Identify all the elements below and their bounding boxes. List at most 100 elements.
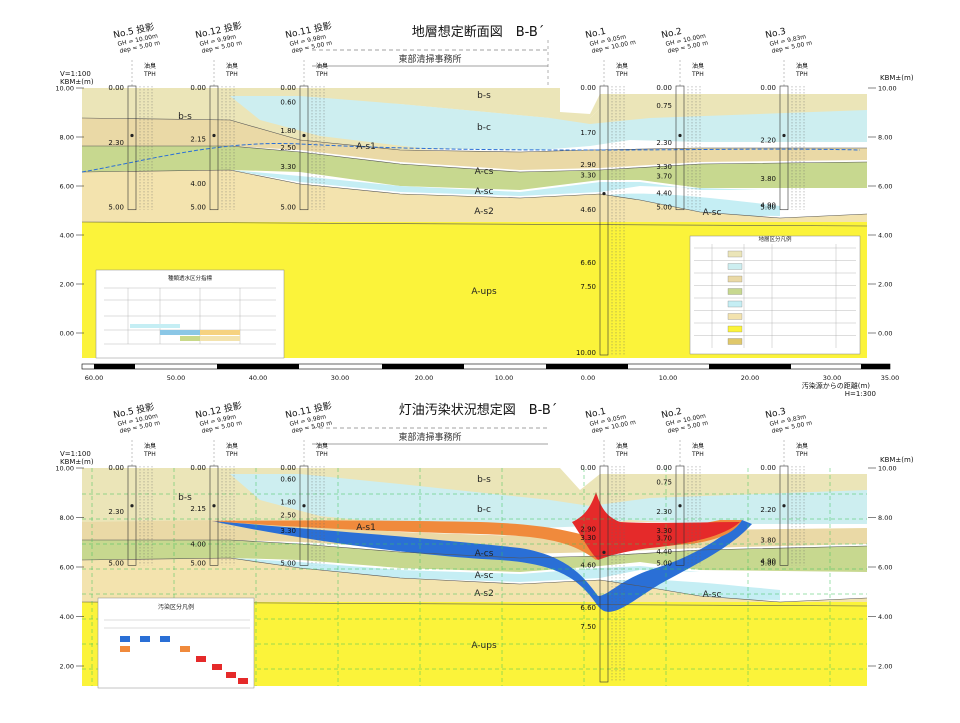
top-layer-labels: b-s b-s b-c A-s1 A-cs A-sc A-s2 A-ups A-…: [178, 91, 721, 297]
oil-blue-zone: [212, 520, 752, 612]
well-label: 油臭: [692, 442, 704, 450]
tph-label: TPH: [615, 71, 628, 78]
well-label: 油臭: [692, 62, 704, 70]
label-bs-b: b-s: [477, 475, 491, 485]
water-level-mark: [602, 550, 606, 555]
water-level-mark: [130, 133, 134, 138]
depth-label: 5.00: [656, 559, 672, 567]
depth-label: 0.75: [656, 478, 672, 486]
tph-label: TPH: [315, 451, 328, 458]
depth-label: 5.00: [280, 559, 296, 567]
depth-label: 2.30: [656, 139, 672, 147]
depth-label: 3.70: [656, 173, 672, 181]
top-right-tick-label: 0.00: [878, 330, 892, 338]
water-level-mark: [212, 504, 216, 508]
h-scale-label: H=1:300: [845, 390, 876, 398]
bottom-left-tick-label: 2.00: [60, 663, 74, 671]
label-as1-b: A-s1: [356, 523, 376, 533]
borehole-name: No.1: [585, 27, 607, 41]
bottom-grid: [82, 468, 867, 686]
water-level-mark: [212, 133, 216, 138]
depth-label: 0.00: [580, 84, 596, 92]
depth-label: 4.90: [760, 557, 776, 565]
label-asc-lens-b: A-sc: [703, 590, 722, 600]
depth-label: 1.80: [280, 127, 296, 135]
ruler-segment: [382, 364, 424, 369]
layer-as1-top: [82, 118, 867, 170]
tph-label: TPH: [795, 71, 808, 78]
depth-label: 4.60: [580, 562, 596, 570]
distance-tick-label: 10.00: [659, 374, 678, 382]
borehole-column: [599, 85, 609, 356]
depth-label: 2.90: [580, 525, 596, 533]
depth-label: 7.50: [580, 623, 596, 631]
well-label: 油臭: [616, 442, 628, 450]
depth-label: 0.00: [280, 464, 296, 472]
depth-label: 5.00: [190, 204, 206, 212]
depth-label: 6.60: [580, 259, 596, 267]
tph-label: TPH: [691, 71, 704, 78]
borehole-column: [779, 465, 789, 566]
well-label: 油臭: [796, 62, 808, 70]
ruler-segment: [750, 364, 791, 369]
depth-label: 1.80: [280, 498, 296, 506]
tph-label: TPH: [143, 451, 156, 458]
top-right-tick-label: 4.00: [878, 232, 892, 240]
depth-label: 4.40: [656, 548, 672, 556]
top-scale-left: V=1:100: [60, 70, 91, 78]
distance-tick-label: 50.00: [167, 374, 186, 382]
tph-label: TPH: [315, 71, 328, 78]
depth-label: 4.00: [190, 540, 206, 548]
bottom-right-tick-label: 6.00: [878, 564, 892, 572]
depth-label: 5.00: [108, 559, 124, 567]
layer-acs-top: [82, 146, 867, 190]
depth-label: 5.00: [280, 204, 296, 212]
distance-tick-label: 20.00: [415, 374, 434, 382]
distance-end: 35.00: [881, 374, 900, 382]
top-left-tick-label: 4.00: [60, 232, 74, 240]
distance-tick-label: 0.00: [581, 374, 595, 382]
label-acs: A-cs: [475, 167, 494, 177]
borehole-name: No.3: [765, 407, 787, 421]
label-bc-b: b-c: [477, 505, 491, 515]
depth-label: 4.00: [190, 180, 206, 188]
bottom-right-tick-label: 2.00: [878, 663, 892, 671]
label-aups-b: A-ups: [471, 641, 497, 651]
depth-label: 3.70: [656, 535, 672, 543]
legend-swatch: [727, 263, 743, 270]
water-level-mark: [782, 133, 786, 138]
top-boundaries: [81, 117, 868, 227]
bottom-kbm-left: KBM±(m): [60, 458, 94, 466]
layer-bs-top: [82, 88, 867, 118]
tph-label: TPH: [691, 451, 704, 458]
layer-bc-top: [230, 96, 867, 150]
borehole-column: [299, 85, 309, 211]
bottom-left-tick-label: 10.00: [55, 465, 74, 473]
geology-legend-title: 地層区分凡例: [758, 235, 792, 243]
depth-label: 0.00: [190, 84, 206, 92]
top-left-ticks: 10.008.006.004.002.000.00: [55, 85, 84, 338]
top-left-tick-label: 6.00: [60, 183, 74, 191]
depth-label: 0.00: [656, 464, 672, 472]
depth-label: 0.00: [656, 84, 672, 92]
label-as2: A-s2: [474, 207, 494, 217]
ruler-segment: [546, 364, 588, 369]
legend-swatch: [727, 275, 743, 283]
legend-swatch: [727, 288, 743, 295]
depth-label: 0.00: [108, 464, 124, 472]
label-bs-left: b-s: [178, 112, 192, 122]
layer-bc-bottom: [230, 474, 867, 528]
ruler-segment: [861, 364, 890, 369]
depth-label: 1.70: [580, 129, 596, 137]
top-right-tick-label: 10.00: [878, 85, 897, 93]
depth-label: 3.30: [280, 163, 296, 171]
distance-tick-label: 60.00: [85, 374, 104, 382]
water-level-mark: [302, 504, 306, 508]
